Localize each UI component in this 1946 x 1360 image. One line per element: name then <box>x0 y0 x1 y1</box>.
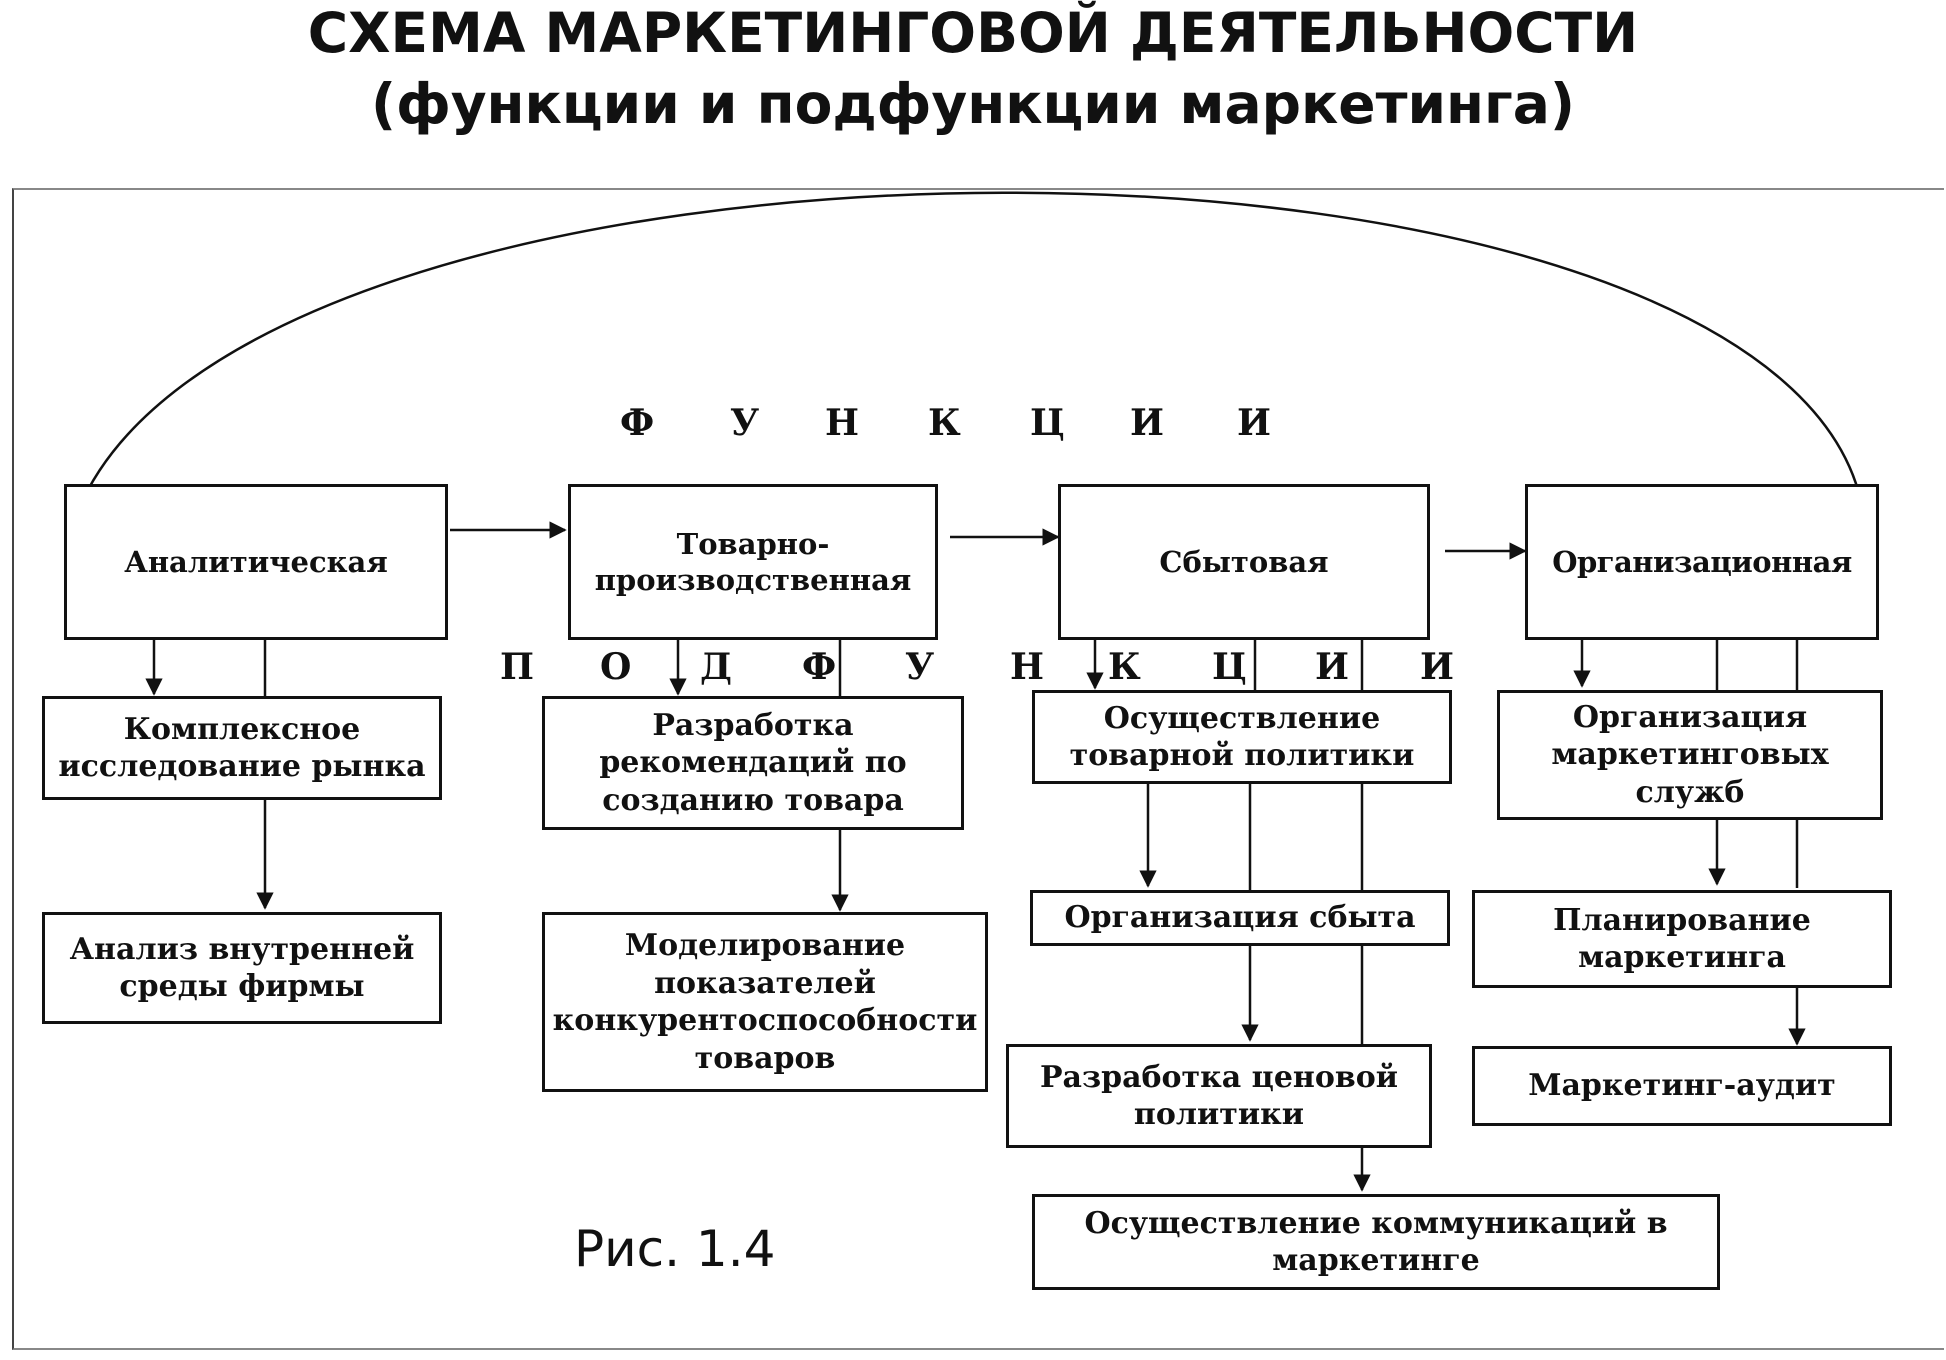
subfunction-product-policy: Осуществление товарной политики <box>1032 690 1452 784</box>
subfunction-communications: Осуществление коммуникаций в маркетинге <box>1032 1194 1720 1290</box>
subfunction-price-policy: Разработка ценовой политики <box>1006 1044 1432 1148</box>
function-analytical: Аналитическая <box>64 484 448 640</box>
subfunction-marketing-services: Организация маркетинговых служб <box>1497 690 1883 820</box>
subfunction-internal-analysis: Анализ внутренней среды фирмы <box>42 912 442 1024</box>
diagram-title: СХЕМА МАРКЕТИНГОВОЙ ДЕЯТЕЛЬНОСТИ <box>307 1 1639 65</box>
function-sales: Сбытовая <box>1058 484 1430 640</box>
function-production: Товарно- производственная <box>568 484 938 640</box>
figure-caption: Рис. 1.4 <box>574 1220 776 1278</box>
diagram-frame <box>12 188 1944 1350</box>
function-organizational: Организационная <box>1525 484 1879 640</box>
subfunction-marketing-audit: Маркетинг-аудит <box>1472 1046 1892 1126</box>
diagram-subtitle: (функции и подфункции маркетинга) <box>371 72 1575 136</box>
subfunction-sales-organization: Организация сбыта <box>1030 890 1450 946</box>
subfunction-marketing-planning: Планирование маркетинга <box>1472 890 1892 988</box>
subfunction-product-recommendations: Разработка рекомендаций по созданию това… <box>542 696 964 830</box>
subfunction-competitiveness-modeling: Моделирование показателей конкурентоспос… <box>542 912 988 1092</box>
feedback-arc <box>65 191 1867 536</box>
subfunction-market-research: Комплексное исследование рынка <box>42 696 442 800</box>
